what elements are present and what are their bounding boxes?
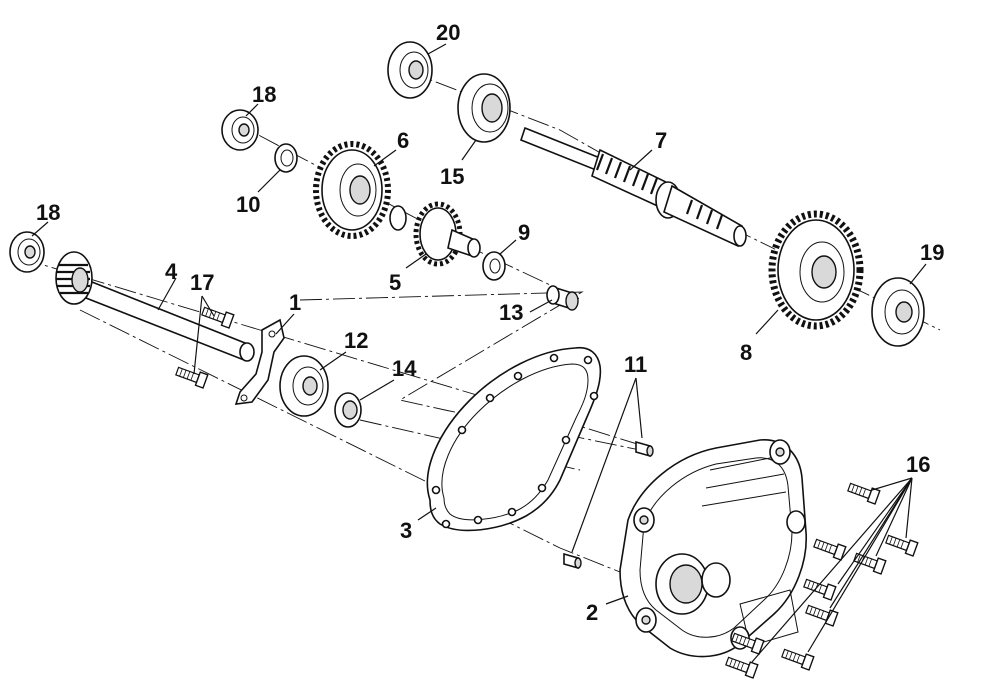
bolt-17-upper — [200, 303, 235, 329]
callout-16: 16 — [906, 452, 930, 477]
plate-1 — [234, 318, 285, 405]
bearing-18-left — [9, 231, 45, 273]
washer-10 — [274, 143, 298, 173]
callout-11: 11 — [624, 352, 647, 377]
callout-18-upper: 18 — [252, 82, 276, 107]
callout-5: 5 — [389, 270, 401, 295]
callout-19: 19 — [920, 240, 944, 265]
bolt-16-d — [884, 531, 919, 557]
callout-14: 14 — [392, 356, 417, 381]
callout-4: 4 — [165, 259, 178, 284]
shaft-7 — [520, 126, 747, 248]
bearing-12 — [279, 355, 329, 417]
callout-15: 15 — [440, 164, 464, 189]
gear-8 — [768, 210, 864, 330]
callout-labels: 1 2 3 4 5 6 7 8 9 10 11 12 13 14 15 16 1… — [36, 20, 944, 625]
cover-2 — [619, 439, 807, 658]
bolt-17-lower — [174, 363, 209, 389]
bolt-16-i — [724, 653, 759, 679]
dowel-pin-11-lower — [563, 552, 582, 570]
callout-18-left: 18 — [36, 200, 60, 225]
callout-1: 1 — [289, 290, 301, 315]
shaft-5 — [389, 201, 481, 267]
callout-13: 13 — [499, 300, 523, 325]
bolt-16-c — [852, 549, 887, 575]
seal-15 — [457, 73, 511, 143]
callout-12: 12 — [344, 328, 368, 353]
bushing-13 — [546, 285, 579, 311]
bolt-16-f — [804, 601, 839, 627]
bearing-20 — [387, 41, 433, 99]
bolt-16-a — [846, 479, 881, 505]
bolt-16-e — [802, 575, 837, 601]
shaft-4 — [55, 251, 255, 362]
leader-lines — [31, 43, 927, 663]
washer-9 — [482, 251, 506, 281]
callout-17: 17 — [190, 270, 214, 295]
callout-3: 3 — [400, 518, 412, 543]
gasket-3 — [426, 346, 602, 532]
callout-8: 8 — [740, 340, 752, 365]
callout-7: 7 — [655, 128, 667, 153]
callout-9: 9 — [518, 220, 530, 245]
callout-2: 2 — [586, 600, 598, 625]
callout-20: 20 — [436, 20, 460, 45]
bearing-18-upper — [221, 109, 259, 151]
dowel-pin-11-upper — [635, 440, 654, 458]
bearing-19 — [871, 277, 925, 347]
seal-14 — [334, 392, 362, 428]
callout-6: 6 — [397, 128, 409, 153]
gear-6 — [313, 141, 391, 239]
bolt-16-b — [812, 535, 847, 561]
callout-10: 10 — [236, 192, 260, 217]
